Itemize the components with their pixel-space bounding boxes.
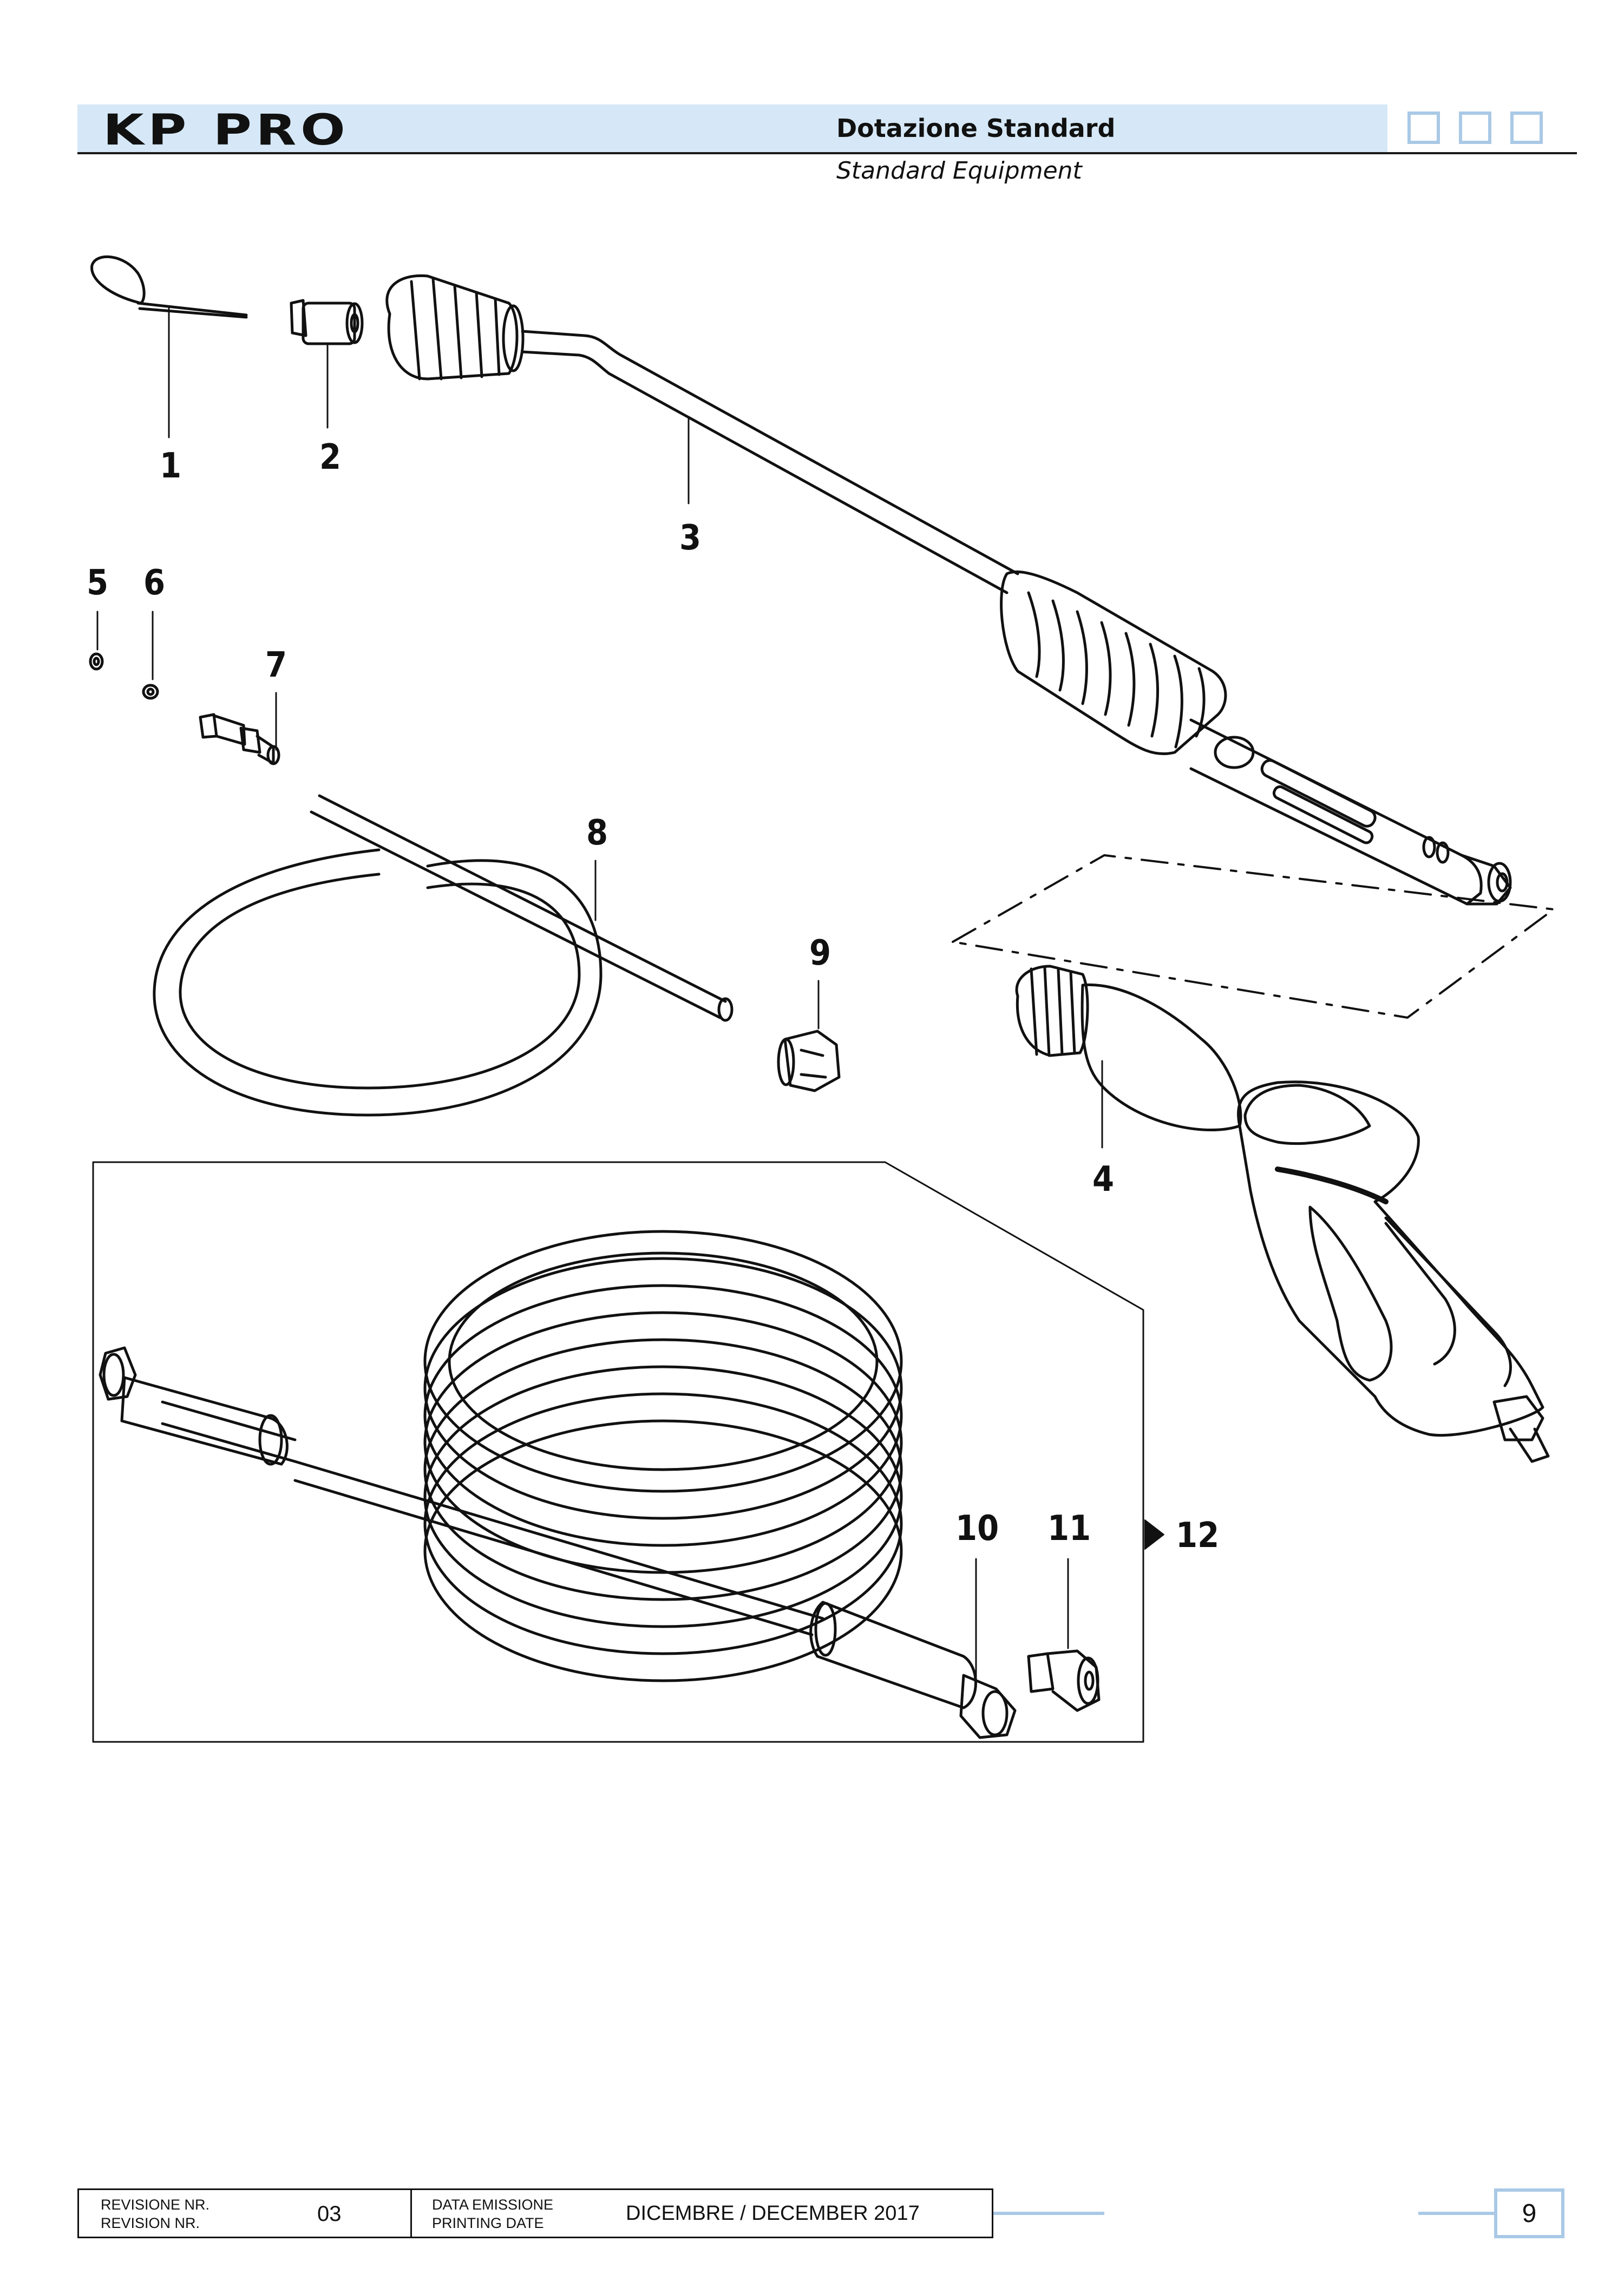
part-8-hose: [153, 794, 734, 1117]
part-4-trigger-gun: [1015, 965, 1550, 1463]
callout-9: 9: [809, 933, 831, 973]
header-square-3: [1510, 112, 1543, 144]
footer-accent-line-left: [993, 2212, 1104, 2215]
callout-12: 12: [1176, 1516, 1219, 1556]
callout-2: 2: [319, 437, 341, 477]
kit-12-arrow-icon: [1144, 1519, 1164, 1550]
footer-divider: [410, 2190, 412, 2237]
part-9-connector: [777, 980, 841, 1092]
assembly-guide-dashed: [952, 854, 1555, 1019]
page-subtitle: Standard Equipment: [836, 157, 1082, 185]
header-rule: [77, 152, 1577, 154]
part-3-lance: [385, 274, 1512, 906]
callout-4: 4: [1092, 1159, 1114, 1200]
revision-value: 03: [317, 2202, 342, 2226]
part-7-coupling-nipple: [199, 692, 280, 765]
kit-coiled-hose: [161, 1230, 903, 1682]
callout-7: 7: [265, 645, 287, 685]
revision-label-en: REVISION NR.: [101, 2215, 200, 2231]
part-11-adapter: [1027, 1558, 1101, 1712]
callout-11: 11: [1047, 1509, 1091, 1549]
printing-date-value: DICEMBRE / DECEMBER 2017: [626, 2202, 920, 2225]
part-10-hose-fittings: [99, 1346, 1017, 1739]
header-square-1: [1407, 112, 1440, 144]
callout-1: 1: [160, 446, 181, 486]
header-band: [77, 104, 1387, 152]
header-square-2: [1459, 112, 1491, 144]
callout-5: 5: [87, 563, 108, 603]
revision-label-it: REVISIONE NR.: [101, 2197, 210, 2213]
date-label-en: PRINTING DATE: [432, 2215, 544, 2231]
part-6-o-ring: [142, 611, 159, 700]
page-title: Dotazione Standard: [836, 114, 1116, 143]
part-1-cleaning-needle: [90, 255, 248, 438]
part-5-o-ring: [89, 611, 104, 671]
callout-8: 8: [586, 813, 608, 853]
part-2-nozzle: [290, 299, 364, 429]
callout-10: 10: [955, 1509, 999, 1549]
date-label-it: DATA EMISSIONE: [432, 2197, 554, 2213]
callout-3: 3: [679, 518, 701, 558]
footer-accent-line-right: [1418, 2212, 1494, 2215]
callout-6: 6: [143, 563, 165, 603]
page-number: 9: [1494, 2188, 1564, 2238]
footer-info-box: REVISIONE NR. REVISION NR. 03 DATA EMISS…: [77, 2188, 993, 2238]
brand-logo: KP PRO: [103, 106, 350, 155]
kit-12-boundary: [92, 1161, 1144, 1743]
